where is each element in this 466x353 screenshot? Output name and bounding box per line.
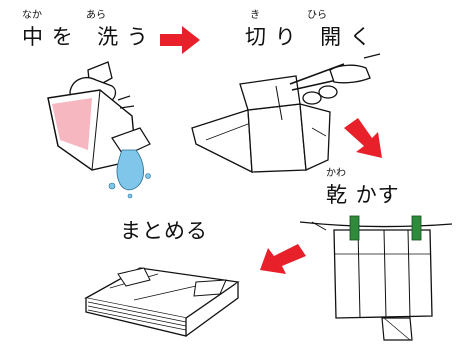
arrow-right-icon xyxy=(160,26,200,54)
step-dry-label: かわ 乾 かす xyxy=(326,168,400,208)
ruby-hira: ひら xyxy=(307,10,327,21)
word-naka: 中 xyxy=(22,25,44,49)
word-ara: 洗 xyxy=(97,25,120,49)
step-gather-label: まとめる xyxy=(120,218,208,244)
wash-carton-illustration xyxy=(47,61,151,199)
word-u: う xyxy=(126,25,149,49)
ruby-naka: なか xyxy=(22,10,42,21)
scissors-icon xyxy=(289,53,381,105)
stacked-cartons-illustration xyxy=(84,267,240,337)
word-kasu: かす xyxy=(355,183,400,207)
word-ri: り xyxy=(274,25,297,49)
step-cut-open-label: き ひら 切 り 開 く xyxy=(245,10,372,50)
word-ki: 切 xyxy=(245,25,267,49)
arrow-down-right-icon xyxy=(344,118,382,158)
ruby-ara: あら xyxy=(86,10,106,21)
cut-carton-illustration xyxy=(191,75,331,174)
word-ku: く xyxy=(349,25,372,49)
arrow-down-left-icon xyxy=(260,244,306,274)
step-wash-label: なか あら 中 を 洗 う xyxy=(22,10,149,50)
word-wo: を xyxy=(51,25,74,49)
word-kawa: 乾 xyxy=(326,183,348,207)
ruby-kawa: かわ xyxy=(326,168,346,179)
word-matomeru: まとめる xyxy=(120,219,208,243)
ruby-ki: き xyxy=(250,10,260,21)
clothespin-icon xyxy=(311,215,422,241)
dry-carton-illustration xyxy=(299,221,453,341)
word-hira: 開 xyxy=(320,25,343,49)
